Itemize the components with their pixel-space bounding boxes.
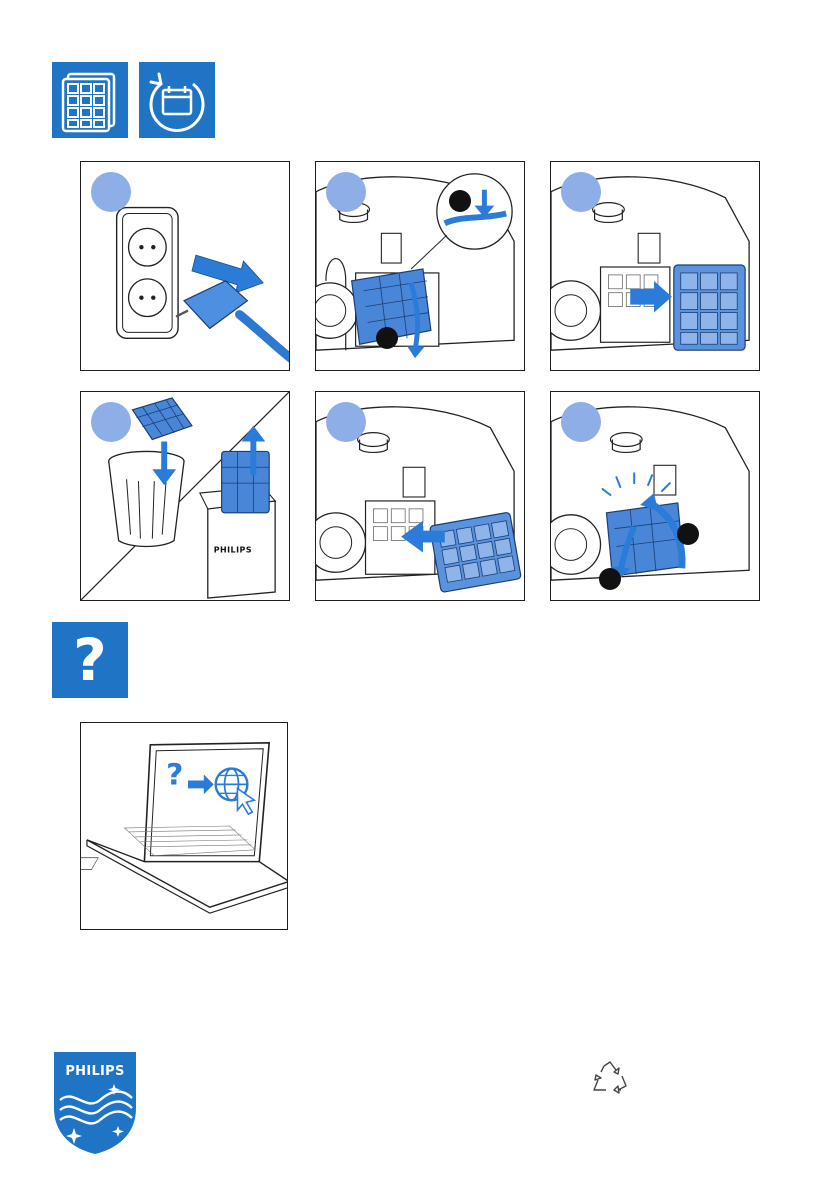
box-brand-label: PHILIPS xyxy=(214,545,252,554)
substep-marker xyxy=(449,190,471,212)
philips-shield-logo: PHILIPS xyxy=(52,1050,138,1156)
question-icon: ? xyxy=(52,622,128,698)
step-marker xyxy=(561,402,601,442)
laptop-question-mark: ? xyxy=(166,757,183,792)
step-panel-dispose-replace: PHILIPS xyxy=(80,391,290,601)
substep-marker xyxy=(677,523,699,545)
step-marker xyxy=(326,402,366,442)
step-panel-close-door xyxy=(550,391,760,601)
calendar-cycle-icon xyxy=(139,62,215,138)
step-marker xyxy=(561,172,601,212)
filter-grid-icon xyxy=(52,62,128,138)
step-panel-remove-filter xyxy=(550,161,760,371)
step-panel-insert-filter xyxy=(315,391,525,601)
step-panel-unplug xyxy=(80,161,290,371)
substep-marker xyxy=(376,327,398,349)
online-support-panel: ? xyxy=(80,722,288,930)
step-marker xyxy=(91,402,131,442)
laptop-illustration: ? xyxy=(81,723,287,929)
recycle-icon xyxy=(590,1060,630,1096)
substep-marker xyxy=(599,568,621,590)
filter-replacement-tile xyxy=(52,62,128,138)
step-marker xyxy=(326,172,366,212)
step-panel-open-door xyxy=(315,161,525,371)
schedule-tile xyxy=(139,62,215,138)
logo-wordmark: PHILIPS xyxy=(52,1064,138,1079)
help-tile: ? xyxy=(52,622,128,698)
step-marker xyxy=(91,172,131,212)
